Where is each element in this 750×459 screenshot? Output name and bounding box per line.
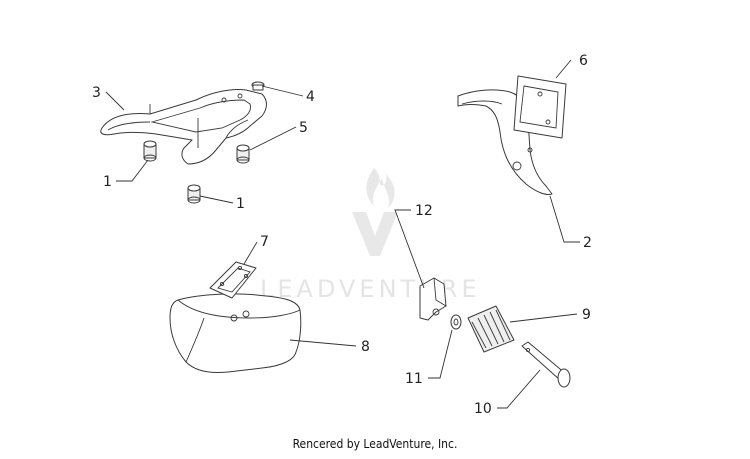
part-1-bushing-lower bbox=[187, 184, 201, 204]
callout-11: 11 bbox=[405, 371, 423, 387]
leader-lines bbox=[105, 59, 580, 409]
callout-1-upper: 1 bbox=[103, 174, 112, 190]
callout-2: 2 bbox=[583, 235, 592, 251]
callout-12: 12 bbox=[415, 203, 433, 219]
watermark: LEADVENTURE bbox=[260, 168, 481, 303]
part-5-spacer bbox=[236, 144, 250, 164]
footer-credit: Rencered by LeadVenture, Inc. bbox=[292, 437, 458, 451]
callout-5: 5 bbox=[299, 120, 308, 136]
callout-6: 6 bbox=[579, 53, 588, 69]
part-2-rear-fender bbox=[457, 89, 553, 195]
callout-7: 7 bbox=[260, 234, 269, 250]
callout-1-lower: 1 bbox=[236, 196, 245, 212]
callout-10: 10 bbox=[474, 401, 492, 417]
watermark-text: LEADVENTURE bbox=[260, 275, 481, 303]
part-8-seat-fairing bbox=[169, 293, 302, 373]
part-6-plate-bracket bbox=[513, 75, 567, 139]
callout-3: 3 bbox=[92, 85, 101, 101]
callout-labels: 1 1 2 3 4 5 6 7 8 9 10 11 12 bbox=[92, 53, 592, 417]
part-1-bushing-upper bbox=[143, 140, 157, 162]
part-10-footrest-pin bbox=[521, 341, 571, 388]
flame-v-logo-icon bbox=[352, 168, 398, 256]
part-11-washer bbox=[450, 314, 462, 330]
callout-9: 9 bbox=[582, 307, 591, 323]
part-7-mounting-plate bbox=[209, 261, 257, 299]
part-3-luggage-rack bbox=[100, 89, 267, 165]
callout-4: 4 bbox=[306, 89, 315, 105]
part-4-bolt bbox=[251, 81, 265, 91]
part-9-rubber-grip bbox=[467, 305, 515, 353]
part-12-footrest-bracket bbox=[419, 277, 447, 321]
callout-8: 8 bbox=[361, 339, 370, 355]
